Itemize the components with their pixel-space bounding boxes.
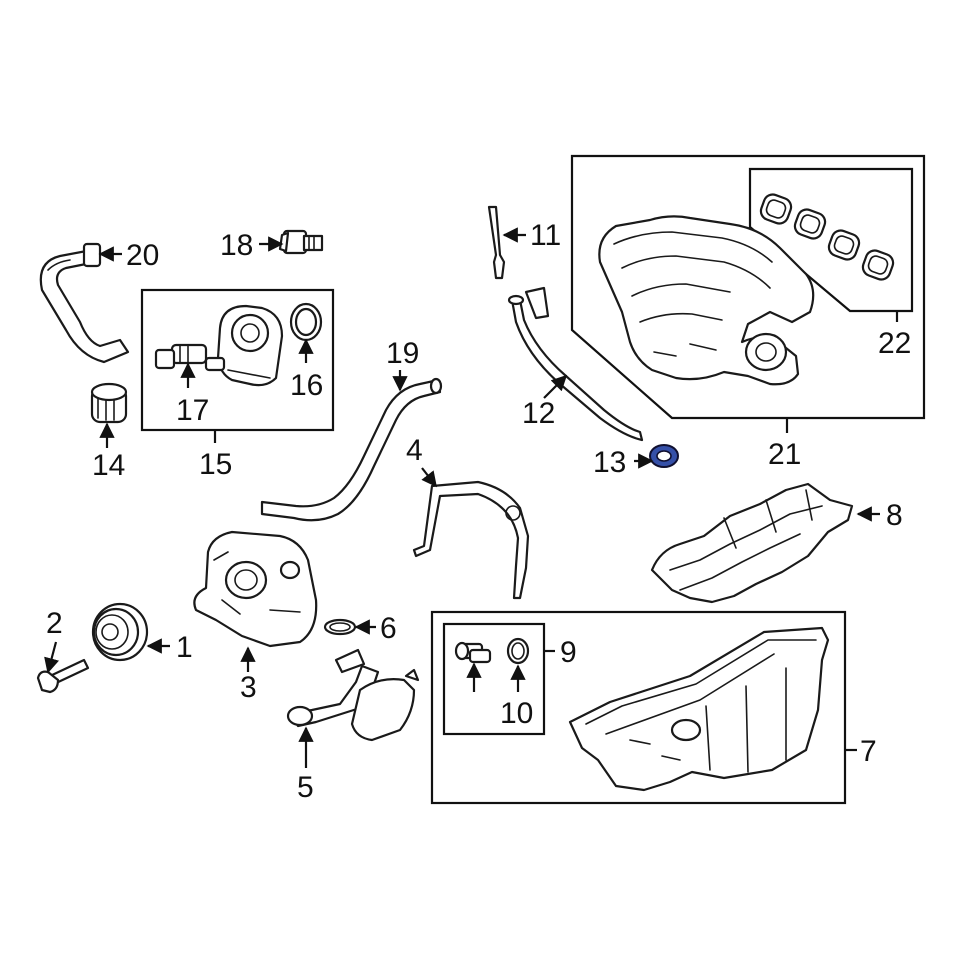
pickup-tube-part-5	[286, 648, 420, 742]
pulley-part-1	[91, 602, 149, 662]
hose-part-20	[39, 242, 130, 364]
callout-17: 17	[176, 394, 209, 427]
group-box-9	[442, 622, 546, 736]
callout-2: 2	[46, 607, 63, 640]
seal-part-13-highlighted	[649, 444, 679, 468]
oil-cooler-part-15	[204, 304, 284, 387]
filter-cap-part-14	[90, 382, 128, 424]
callout-18: 18	[220, 229, 253, 262]
callout-19: 19	[386, 337, 419, 370]
pipe-part-19	[260, 377, 443, 522]
fitting-part-17	[154, 343, 208, 370]
callout-22: 22	[878, 327, 911, 360]
bolt-part-2	[36, 658, 90, 694]
intake-manifold-part-21	[598, 215, 815, 386]
callout-9: 9	[560, 636, 577, 669]
o-ring-part-6	[323, 618, 357, 636]
o-ring-part-16	[289, 302, 323, 342]
callout-15: 15	[199, 448, 232, 481]
callout-20: 20	[126, 239, 159, 272]
group-box-15	[140, 288, 335, 432]
baffle-part-8	[650, 482, 854, 604]
callout-13: 13	[593, 446, 626, 479]
oil-pump-part-3	[193, 530, 318, 648]
washer-part-10	[506, 637, 530, 665]
callout-6: 6	[380, 612, 397, 645]
callout-11: 11	[530, 219, 561, 252]
leader-arrows	[44, 227, 880, 768]
gaskets-part-22	[759, 193, 895, 281]
oil-pan-part-7	[568, 626, 830, 792]
sensor-part-18	[278, 229, 324, 255]
callout-7: 7	[860, 735, 877, 768]
callout-21: 21	[768, 438, 801, 471]
group-box-7	[430, 610, 847, 805]
group-box-21	[570, 154, 926, 420]
callout-labels: 20 18 16 17 15 14 19 11 12 13 21 22 4 8 …	[46, 219, 911, 804]
dipstick-tube-part-12	[507, 286, 644, 442]
dipstick-part-11	[487, 205, 506, 280]
callout-10: 10	[500, 697, 533, 730]
callout-5: 5	[297, 771, 314, 804]
callout-14: 14	[92, 449, 125, 482]
callout-1: 1	[176, 631, 193, 664]
callout-8: 8	[886, 499, 903, 532]
callout-4: 4	[406, 434, 423, 467]
callout-16: 16	[290, 369, 323, 402]
group-box-22	[748, 167, 914, 313]
drain-plug-part-9	[454, 641, 492, 664]
callout-12: 12	[522, 397, 555, 430]
gasket-part-4	[412, 480, 530, 600]
callout-3: 3	[240, 671, 257, 704]
